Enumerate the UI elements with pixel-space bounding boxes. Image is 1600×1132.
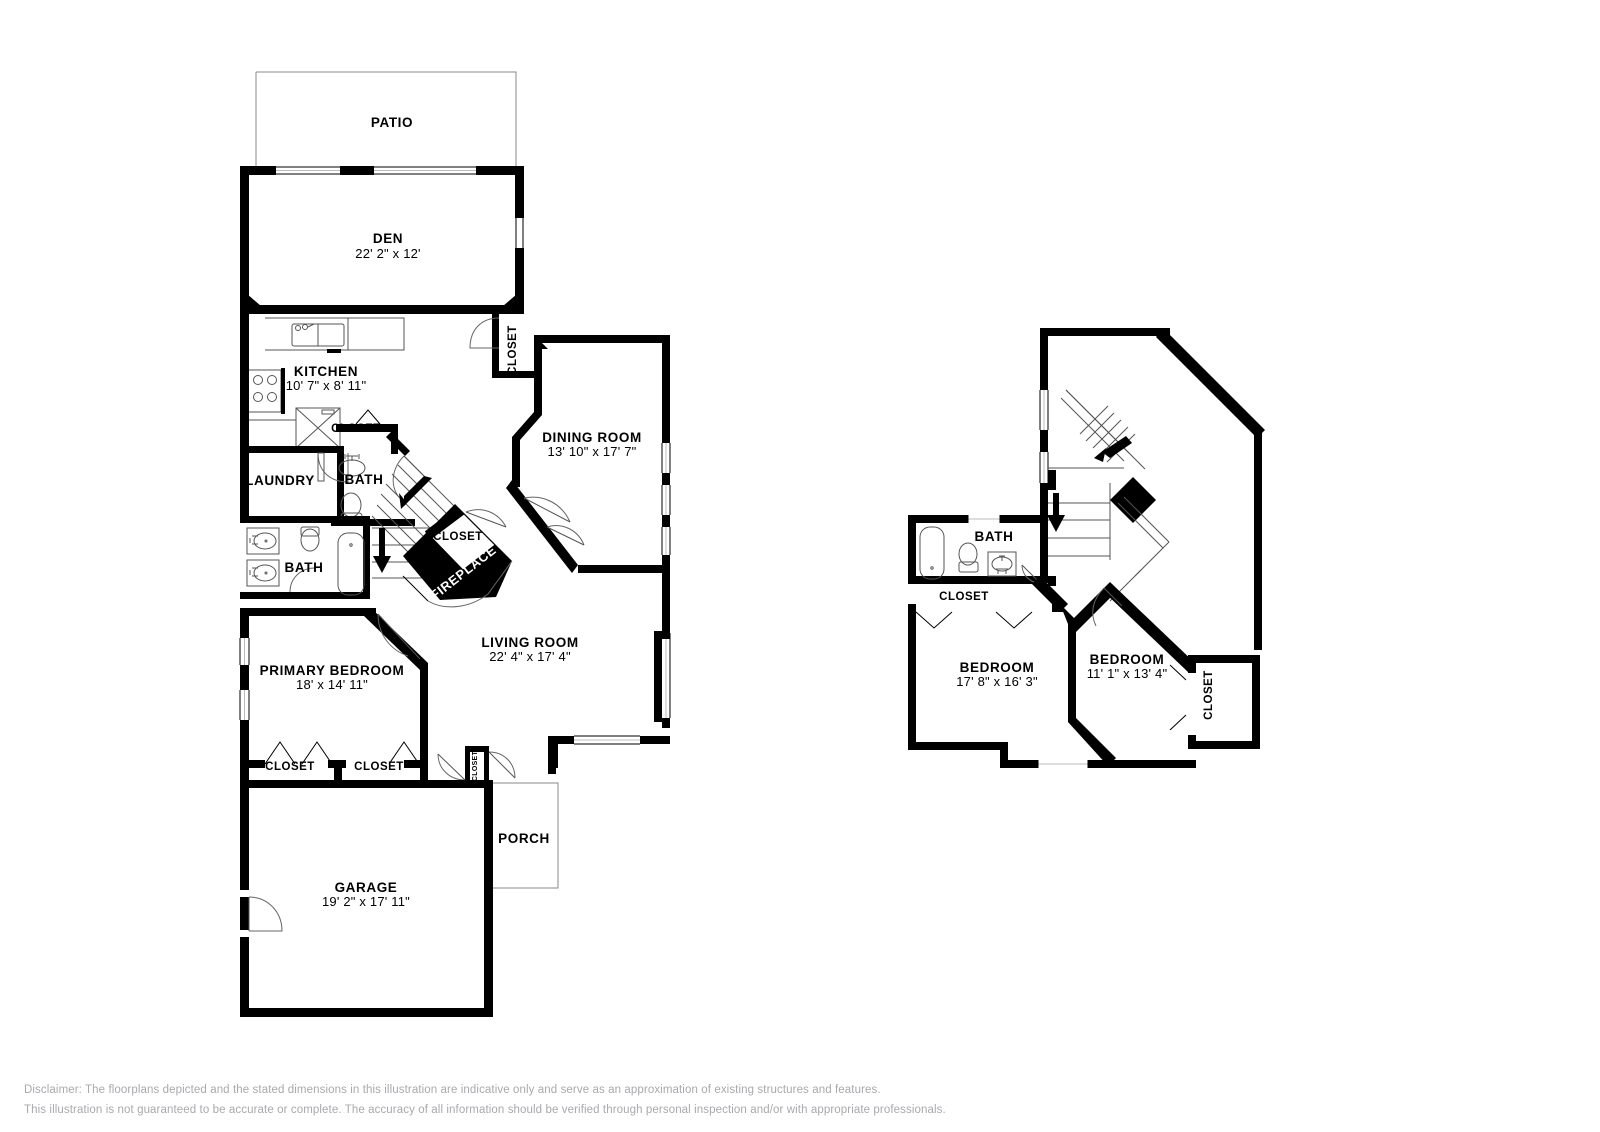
stairs-floor2 xyxy=(1047,389,1170,602)
bath-floor2-label: BATH xyxy=(975,529,1014,544)
laundry-room: LAUNDRY xyxy=(240,446,349,523)
disclaimer-line-2: This illustration is not guaranteed to b… xyxy=(24,1104,946,1116)
primary-bedroom-dimensions: 18' x 14' 11" xyxy=(296,677,368,692)
primary-bedroom-room: PRIMARY BEDROOM 18' x 14' 11" xyxy=(239,608,428,786)
entry-door-swings xyxy=(369,716,398,744)
closet-stair-label: CLOSET xyxy=(433,531,483,543)
kitchen-label: KITCHEN xyxy=(294,364,358,379)
closet-entry-label: CLOSET xyxy=(472,750,479,781)
closet-kitchen-label: CLOSET xyxy=(331,423,381,435)
den-label: DEN xyxy=(373,231,403,246)
exterior-wall-left-upper xyxy=(240,305,249,520)
laundry-label: LAUNDRY xyxy=(245,473,315,488)
bath-upper-room: BATH xyxy=(331,424,425,526)
closet-primary-right: CLOSET xyxy=(354,741,426,773)
bedroom-left-label: BEDROOM xyxy=(960,660,1035,675)
closet-2f-hall-label: CLOSET xyxy=(939,591,989,603)
floor2-shell xyxy=(1039,328,1265,650)
living-room-label: LIVING ROOM xyxy=(481,635,578,650)
closet-2f-hall: CLOSET xyxy=(908,576,1068,629)
closet-primary-left-label: CLOSET xyxy=(265,761,315,773)
floor2-misc-walls xyxy=(1048,470,1056,586)
living-room-dimensions: 22' 4" x 17' 4" xyxy=(489,649,571,664)
den-dimensions: 22' 2" x 12' xyxy=(355,246,420,261)
closet-primary-left: CLOSET xyxy=(243,741,346,786)
garage-label: GARAGE xyxy=(335,880,398,895)
closet-primary-right-label: CLOSET xyxy=(354,761,404,773)
patio-room: PATIO xyxy=(255,71,517,168)
porch-label: PORCH xyxy=(498,831,550,846)
closet-2f-bedroom-label: CLOSET xyxy=(1203,670,1215,720)
dining-room-dimensions: 13' 10" x 17' 7" xyxy=(548,444,637,459)
disclaimer-line-1: Disclaimer: The floorplans depicted and … xyxy=(24,1084,881,1096)
closet-den-east: CLOSET xyxy=(469,314,534,378)
bath-lower-room: BATH xyxy=(240,516,370,599)
dining-room: DINING ROOM 13' 10" x 17' 7" xyxy=(506,335,671,573)
closet-entry: CLOSET xyxy=(437,746,516,781)
bath-lower-label: BATH xyxy=(285,560,324,575)
kitchen-room: KITCHEN 10' 7" x 8' 11" xyxy=(249,317,405,449)
primary-bedroom-label: PRIMARY BEDROOM xyxy=(260,663,405,678)
porch-room: PORCH xyxy=(493,782,559,889)
closet-2f-bedroom: CLOSET xyxy=(1169,655,1260,749)
bedroom-right-dimensions: 11' 1" x 13' 4" xyxy=(1087,666,1168,681)
garage-dimensions: 19' 2" x 17' 11" xyxy=(322,894,410,909)
dining-room-label: DINING ROOM xyxy=(542,430,642,445)
bedroom-right-label: BEDROOM xyxy=(1090,652,1165,667)
bath-upper-label: BATH xyxy=(345,472,384,487)
garage-room: GARAGE 19' 2" x 17' 11" xyxy=(240,780,493,1017)
kitchen-dimensions: 10' 7" x 8' 11" xyxy=(286,378,367,393)
stairs-down-floor1 xyxy=(371,455,467,579)
bedroom-right-room: BEDROOM 11' 1" x 13' 4" xyxy=(1068,582,1196,768)
bedroom-left-room: BEDROOM 17' 8" x 16' 3" xyxy=(908,604,1120,768)
bedroom-left-dimensions: 17' 8" x 16' 3" xyxy=(956,674,1038,689)
bath-floor2-room: BATH xyxy=(908,515,1048,584)
living-room: LIVING ROOM 22' 4" x 17' 4" xyxy=(481,573,671,774)
fireplace-feature: CLOSET FIREPLACE xyxy=(402,504,513,608)
closet-den-east-label: CLOSET xyxy=(507,325,519,375)
den-room: DEN 22' 2" x 12' xyxy=(240,166,524,314)
floor-1-group: PATIO xyxy=(239,71,671,1017)
floor-2-group: BATH CLOSET BE xyxy=(908,328,1265,768)
patio-label: PATIO xyxy=(371,115,413,130)
